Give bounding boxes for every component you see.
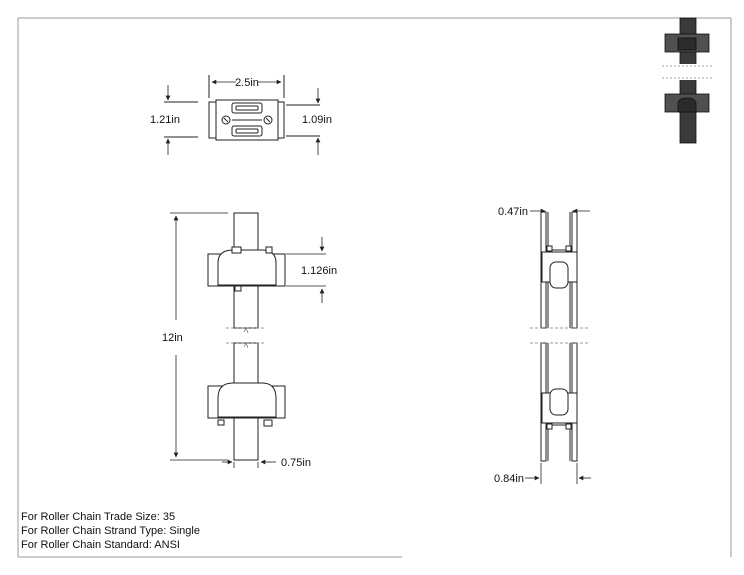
front-view-dimensions [170, 212, 326, 468]
dim-top-left-height: 1.21in [150, 114, 180, 126]
dim-top-width: 2.5in [235, 77, 259, 89]
front-view [207, 212, 286, 461]
dim-side-outer-width: 0.84in [494, 473, 524, 485]
side-view-dimensions [525, 208, 591, 484]
dim-front-bar-width: 0.75in [281, 457, 311, 469]
front-view-break [226, 327, 266, 349]
note-trade-size: For Roller Chain Trade Size: 35 [21, 511, 176, 523]
note-standard: For Roller Chain Standard: ANSI [21, 539, 180, 551]
dim-top-right-height: 1.09in [302, 114, 332, 126]
dim-side-inner-width: 0.47in [498, 206, 528, 218]
dim-front-attachment-height: 1.126in [301, 265, 337, 277]
top-view-dimensions [165, 79, 321, 155]
note-strand-type: For Roller Chain Strand Type: Single [21, 525, 200, 537]
side-view-break [530, 327, 588, 344]
sheet-border [17, 17, 732, 558]
preview-render [662, 17, 712, 144]
dim-front-total-length: 12in [162, 332, 183, 344]
side-view [540, 211, 578, 462]
top-view [164, 75, 320, 141]
